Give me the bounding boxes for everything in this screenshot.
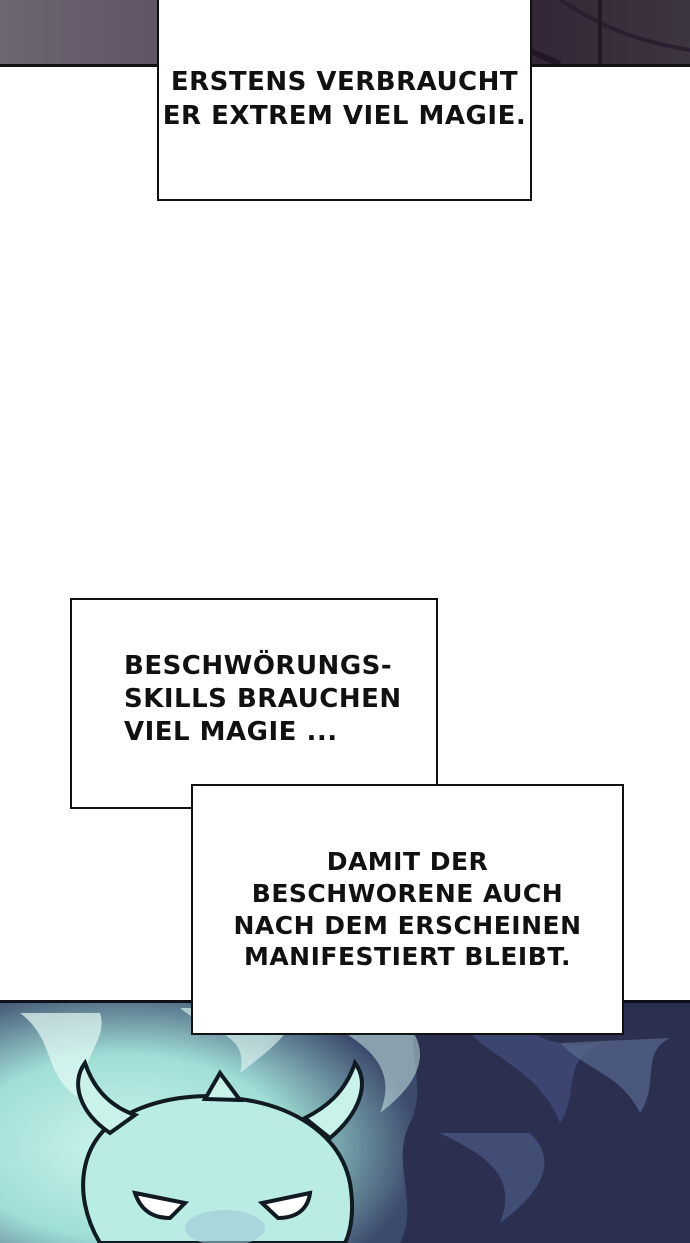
horned-spirit-creature-icon: [0, 1003, 690, 1243]
caption-line: SKILLS BRAUCHEN: [124, 684, 402, 715]
caption-text-3: DAMIT DER BESCHWORENE AUCH NACH DEM ERSC…: [233, 846, 581, 973]
caption-line: BESCHWORENE AUCH: [251, 878, 564, 908]
caption-line: BESCHWÖRUNGS-: [124, 651, 393, 681]
caption-box-1: ERSTENS VERBRAUCHT ER EXTREM VIEL MAGIE.: [157, 0, 532, 201]
caption-line: DAMIT DER: [326, 847, 489, 876]
caption-line: ER EXTREM VIEL MAGIE.: [162, 100, 527, 131]
caption-line: ERSTENS VERBRAUCHT: [170, 67, 519, 98]
caption-text-1: ERSTENS VERBRAUCHT ER EXTREM VIEL MAGIE.: [163, 66, 526, 132]
caption-line: MANIFESTIERT BLEIBT.: [243, 942, 572, 972]
caption-line: NACH DEM ERSCHEINEN: [233, 910, 582, 940]
caption-box-2: BESCHWÖRUNGS- SKILLS BRAUCHEN VIEL MAGIE…: [70, 598, 438, 809]
caption-box-3: DAMIT DER BESCHWORENE AUCH NACH DEM ERSC…: [191, 784, 624, 1035]
caption-line: VIEL MAGIE ...: [124, 717, 338, 748]
bottom-comic-panel: [0, 1000, 690, 1243]
caption-text-2: BESCHWÖRUNGS- SKILLS BRAUCHEN VIEL MAGIE…: [124, 650, 402, 749]
